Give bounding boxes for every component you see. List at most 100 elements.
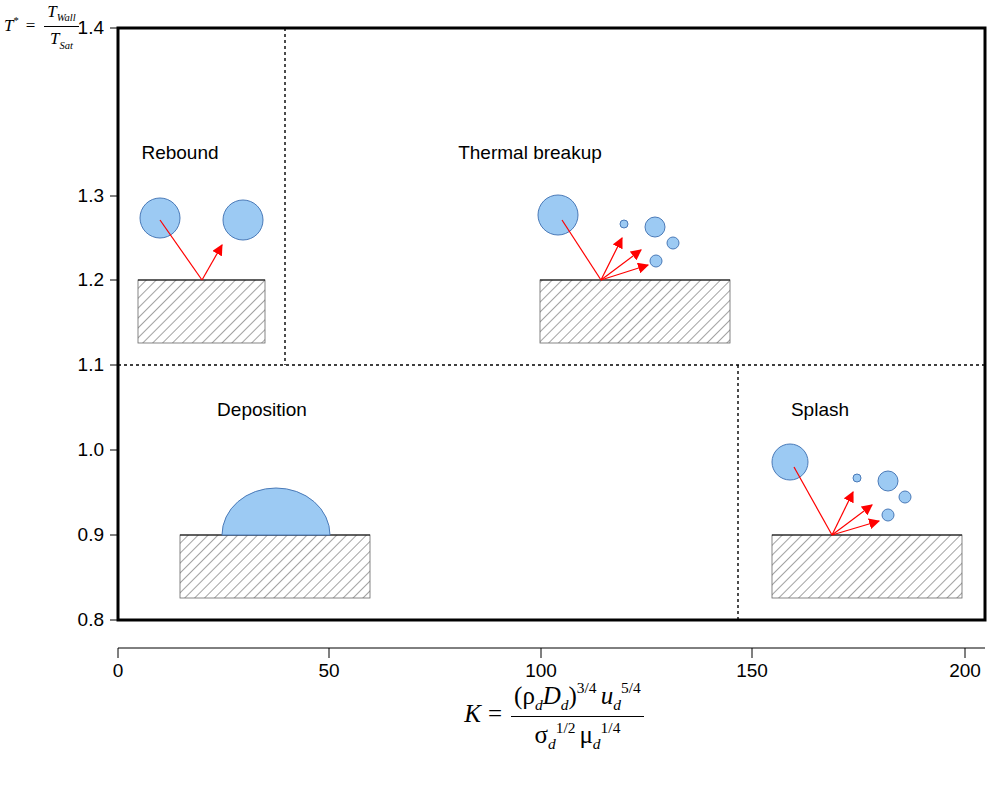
- rebound-region: Rebound: [118, 28, 285, 365]
- thermal-breakup-illustration: [538, 195, 730, 343]
- breakup-trajectory: [601, 250, 641, 280]
- axis-tick: [110, 280, 118, 281]
- formula-symbol: μ: [579, 721, 592, 748]
- regime-divider: [118, 364, 985, 365]
- numerator: TWall: [44, 2, 78, 27]
- formula-symbol: D: [543, 682, 561, 709]
- regime-label: Rebound: [141, 143, 218, 164]
- axis-tick-label: 0: [113, 661, 124, 682]
- regime-label: Splash: [791, 400, 849, 421]
- axis-tick: [110, 196, 118, 197]
- wall-hatch: [540, 280, 730, 343]
- splash-trajectory: [832, 505, 872, 535]
- formula-symbol: =: [488, 700, 502, 727]
- fraction: (ρdDd)3/4ud5/4σd1/2μd1/4: [511, 679, 644, 752]
- deposition-region: Deposition: [118, 365, 738, 620]
- axis-tick-label: 50: [318, 661, 339, 682]
- splash-region: Splash: [738, 365, 985, 620]
- axis-tick: [965, 648, 966, 658]
- formula-symbol: *: [13, 15, 18, 26]
- axis-tick-label: 200: [949, 661, 981, 682]
- secondary-droplet: [667, 237, 679, 249]
- droplet: [772, 444, 808, 480]
- regime-divider: [737, 365, 738, 620]
- axis-tick-label: 0.9: [78, 525, 104, 546]
- splash-trajectory: [832, 521, 879, 535]
- droplet: [140, 198, 180, 238]
- deposition-illustration: [180, 488, 370, 598]
- secondary-droplet: [650, 255, 662, 267]
- formula-symbol: Sat: [60, 40, 73, 51]
- axis-tick: [541, 648, 542, 658]
- axis-tick-label: 1.4: [78, 18, 104, 39]
- impact-trajectory: [160, 220, 202, 280]
- impact-trajectory: [794, 467, 832, 535]
- regime-label: Thermal breakup: [458, 143, 602, 164]
- axis-tick: [329, 648, 330, 658]
- wall-hatch: [772, 535, 962, 598]
- wall-surface: [772, 534, 962, 535]
- formula-symbol: u: [601, 682, 614, 709]
- regime-label: Deposition: [217, 400, 307, 421]
- axis-tick-label: 1.1: [78, 355, 104, 376]
- wall-block: [540, 280, 730, 343]
- splash-illustration: [772, 444, 962, 598]
- secondary-droplet: [853, 474, 861, 482]
- formula-symbol: d: [561, 696, 569, 713]
- x-axis-formula: K=(ρdDd)3/4ud5/4σd1/2μd1/4: [464, 679, 645, 752]
- formula-symbol: d: [548, 735, 556, 752]
- formula-symbol: K: [464, 700, 481, 727]
- denominator: σd1/2μd1/4: [511, 717, 644, 753]
- formula-symbol: σ: [534, 721, 547, 748]
- wall-hatch: [138, 280, 265, 343]
- formula-symbol: 3/4: [577, 679, 597, 696]
- secondary-droplet: [899, 491, 911, 503]
- deposited-droplet: [222, 488, 330, 535]
- wall-block: [180, 535, 370, 598]
- secondary-droplet: [645, 217, 665, 237]
- axis-tick-label: 0.8: [78, 610, 104, 631]
- formula-symbol: (: [514, 682, 522, 709]
- wall-hatch: [180, 535, 370, 598]
- formula-symbol: d: [613, 696, 621, 713]
- formula-symbol: T: [50, 29, 59, 48]
- formula-symbol: Wall: [57, 12, 76, 23]
- axis-tick: [110, 365, 118, 366]
- numerator: (ρdDd)3/4ud5/4: [511, 679, 644, 716]
- breakup-trajectory: [601, 265, 648, 280]
- formula-symbol: T: [4, 16, 13, 35]
- droplet: [223, 200, 263, 240]
- formula-symbol: d: [535, 696, 543, 713]
- axis-tick-label: 1.3: [78, 186, 104, 207]
- wall-block: [772, 535, 962, 598]
- secondary-droplet: [620, 220, 628, 228]
- splash-trajectory: [832, 492, 853, 535]
- axis-tick-label: 150: [736, 661, 768, 682]
- secondary-droplet: [878, 471, 898, 491]
- axis-tick-label: 1.0: [78, 440, 104, 461]
- thermal-breakup-region: Thermal breakup: [285, 28, 985, 365]
- formula-symbol: 1/4: [601, 719, 621, 736]
- axis-tick: [752, 648, 753, 658]
- denominator: TSat: [44, 27, 78, 51]
- regime-divider: [284, 28, 285, 365]
- plot-frame: [118, 28, 985, 620]
- formula-symbol: T: [47, 2, 56, 21]
- axis-tick-label: 1.2: [78, 270, 104, 291]
- rebound-trajectory: [202, 245, 222, 280]
- formula-symbol: ): [568, 682, 576, 709]
- wall-surface: [540, 279, 730, 280]
- y-axis-formula: T*=TWallTSat: [4, 2, 81, 52]
- axis-tick: [110, 620, 118, 621]
- droplet: [538, 195, 578, 235]
- axis-tick: [118, 648, 119, 658]
- formula-symbol: =: [26, 16, 36, 35]
- x-axis-line: [118, 648, 985, 649]
- secondary-droplet: [882, 509, 894, 521]
- formula-symbol: 5/4: [621, 679, 641, 696]
- axis-tick: [110, 450, 118, 451]
- impact-trajectory: [562, 220, 601, 280]
- rebound-illustration: [138, 198, 265, 343]
- formula-symbol: 1/2: [556, 719, 576, 736]
